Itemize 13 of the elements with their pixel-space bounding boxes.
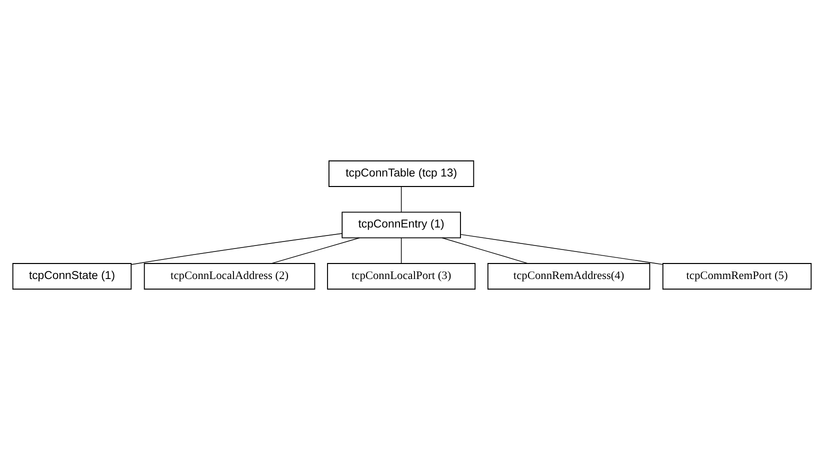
node-box: tcpConnRemAddress(4) xyxy=(487,263,650,290)
connector xyxy=(442,238,528,264)
connector xyxy=(460,234,664,265)
node-box: tcpConnTable (tcp 13) xyxy=(328,160,474,187)
node-box: tcpConnLocalPort (3) xyxy=(327,263,476,290)
node-box: tcpConnEntry (1) xyxy=(342,212,461,238)
connector xyxy=(400,238,402,264)
connector xyxy=(400,186,402,212)
node-box: tcpCommRemPort (5) xyxy=(662,263,812,290)
connector xyxy=(271,238,360,264)
connector xyxy=(130,233,342,265)
node-box: tcpConnLocalAddress (2) xyxy=(144,263,316,290)
node-box: tcpConnState (1) xyxy=(12,263,132,290)
